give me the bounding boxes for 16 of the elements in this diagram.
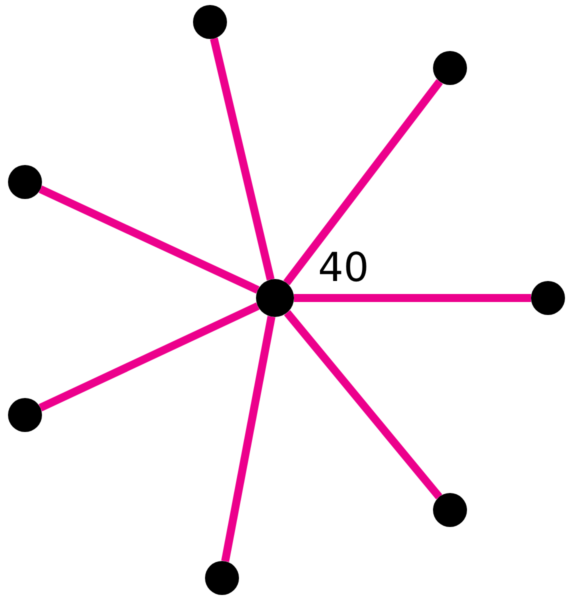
connector-line — [210, 38, 275, 280]
connector-line — [221, 316, 276, 562]
connector-line — [38, 186, 260, 294]
vertex-dot — [8, 398, 42, 432]
vertex-dot — [256, 279, 294, 317]
connector-line — [294, 294, 531, 302]
vertex-dot — [8, 165, 42, 199]
connector-line — [284, 310, 442, 500]
vertex-dot — [205, 561, 239, 595]
connector-line — [38, 302, 260, 412]
vertex-dot — [193, 5, 227, 39]
vertex-dot — [433, 51, 467, 85]
number-label: 40 — [318, 246, 369, 290]
vertex-dot — [531, 281, 565, 315]
vertex-dot — [433, 493, 467, 527]
connector-line — [283, 79, 443, 286]
